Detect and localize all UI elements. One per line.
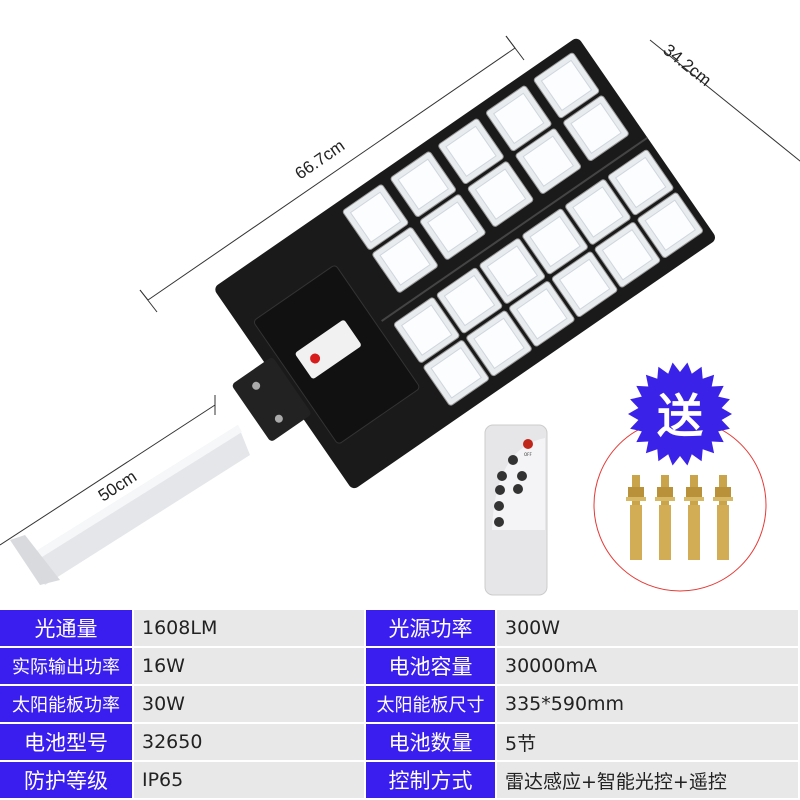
expansion-bolts (626, 475, 733, 560)
led-module (563, 95, 629, 161)
led-module (342, 184, 409, 250)
gift-accessories: 送 (593, 362, 767, 592)
led-module (420, 194, 486, 260)
off-button (523, 439, 533, 449)
led-module (486, 85, 552, 152)
spec-label: 电池型号 (0, 724, 134, 762)
led-module (533, 52, 600, 119)
bolt (655, 475, 675, 560)
solar-street-lamp (215, 38, 715, 489)
led-module (594, 222, 661, 288)
spec-label: 光通量 (0, 610, 134, 648)
spec-label: 太阳能板尺寸 (366, 686, 497, 724)
led-module (438, 118, 504, 185)
led-module (515, 128, 581, 194)
gift-badge-text: 送 (657, 389, 703, 443)
spec-value: 1608LM (134, 610, 366, 648)
led-module (466, 310, 532, 377)
product-illustration: 66.7cm 34.2cm 50cm OFF 送 (0, 35, 800, 596)
led-module (509, 281, 575, 347)
led-module (479, 238, 546, 304)
bolt (684, 475, 704, 560)
width-dimension: 34.2cm (659, 40, 714, 90)
spec-label: 光源功率 (366, 610, 497, 648)
power-indicator (310, 353, 321, 364)
off-label: OFF (524, 452, 532, 457)
spec-label: 太阳能板功率 (0, 686, 134, 724)
spec-value: 16W (134, 648, 366, 686)
spec-value: 30W (134, 686, 366, 724)
spec-value: 300W (497, 610, 800, 648)
led-modules (342, 52, 703, 406)
spec-value: IP65 (134, 762, 366, 800)
bolt (713, 475, 733, 560)
led-module (467, 161, 534, 227)
length-dimension: 66.7cm (291, 136, 348, 183)
sensor-panel (295, 320, 361, 379)
led-module (565, 179, 631, 245)
spec-value: 5节 (497, 724, 800, 762)
led-module (522, 208, 588, 275)
spec-label: 防护等级 (0, 762, 134, 800)
spec-label: 控制方式 (366, 762, 497, 800)
led-module (637, 192, 703, 258)
led-module (390, 151, 456, 217)
remote-control: OFF (484, 424, 548, 596)
spec-value: 30000mA (497, 648, 800, 686)
spec-value: 335*590mm (497, 686, 800, 724)
spec-label: 电池容量 (366, 648, 497, 686)
spec-label: 电池数量 (366, 724, 497, 762)
led-module (393, 297, 460, 363)
led-module (423, 340, 489, 406)
led-module (372, 227, 438, 293)
gift-badge (628, 362, 732, 466)
bolt (626, 475, 646, 560)
spec-value: 32650 (134, 724, 366, 762)
led-module (436, 267, 503, 334)
led-module (608, 149, 674, 216)
spec-value: 雷达感应+智能光控+遥控 (497, 762, 800, 800)
led-module (551, 251, 618, 318)
spec-label: 实际输出功率 (0, 648, 134, 686)
pole (10, 425, 250, 585)
dimension-lines (0, 35, 800, 546)
